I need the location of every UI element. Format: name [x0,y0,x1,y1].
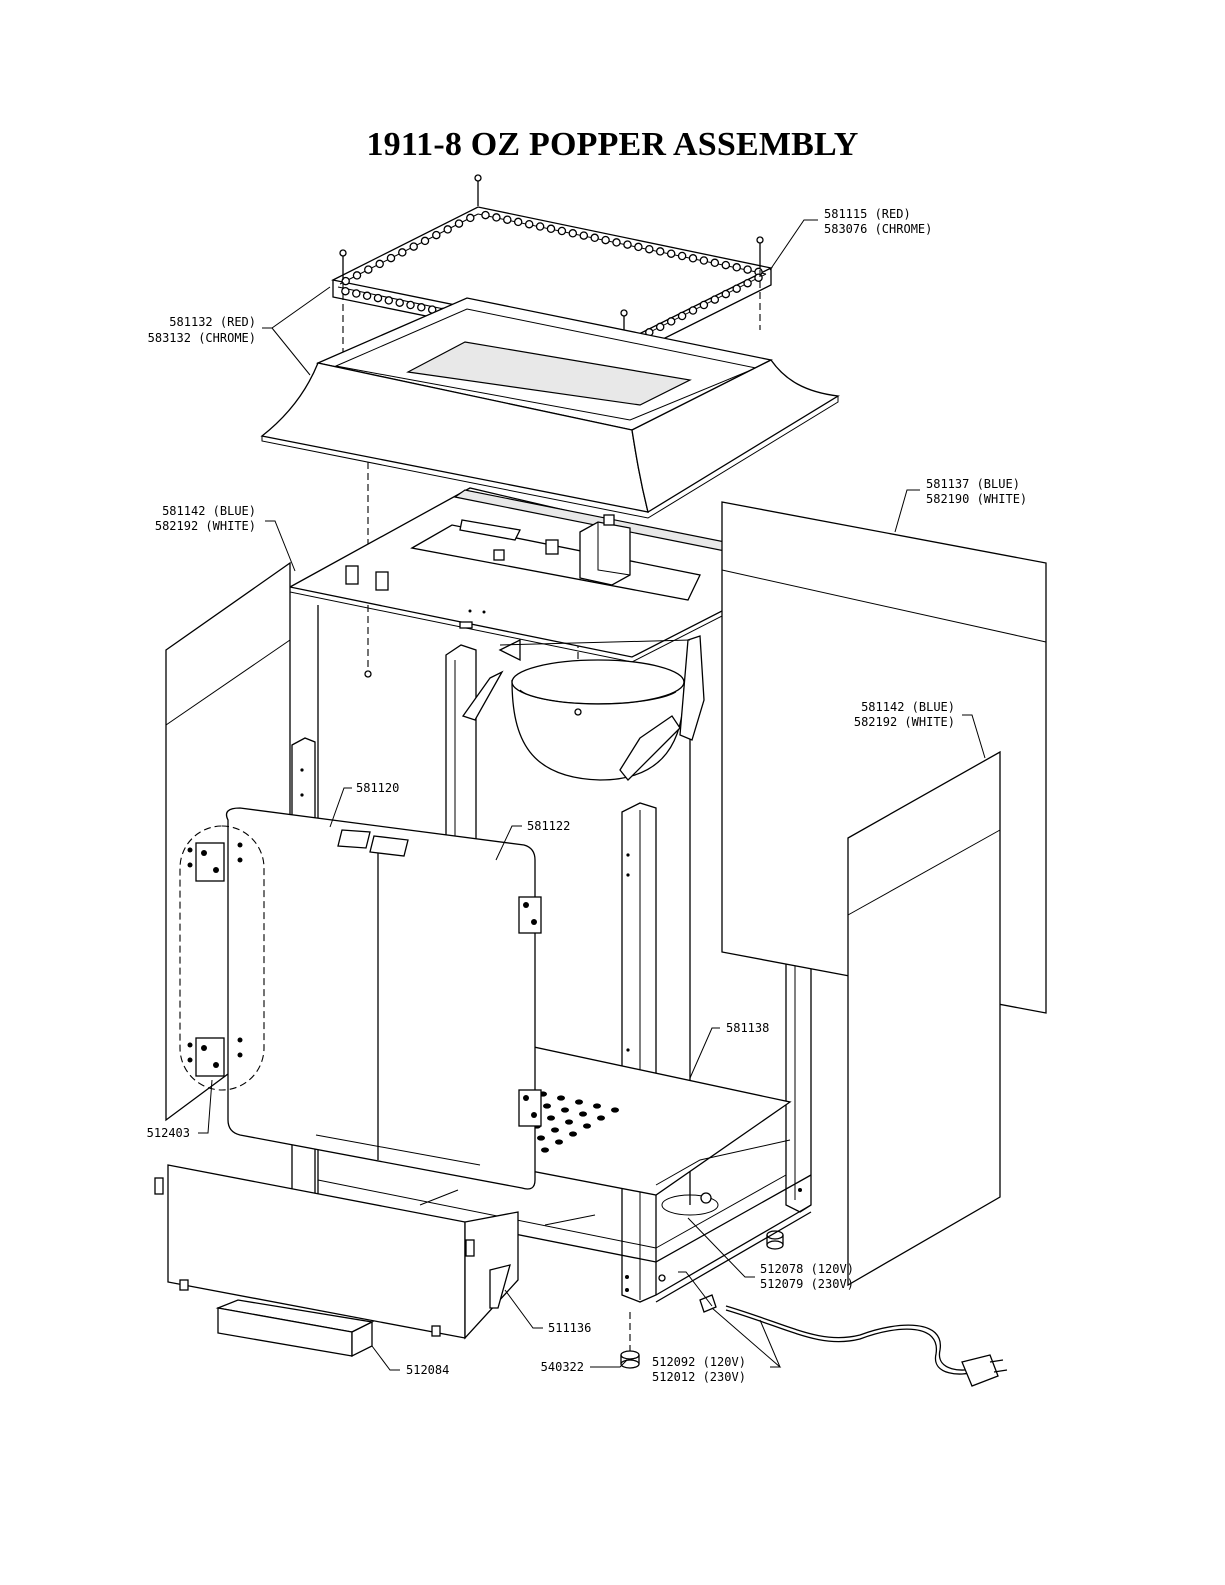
deck-hole [541,1147,549,1152]
deck-hole [583,1123,591,1128]
trim-scallop [515,218,522,225]
callout-512012: 512012 (230V) [652,1370,746,1384]
trim-scallop [679,252,686,259]
trim-scallop [602,237,609,244]
power-cord [700,1295,1007,1386]
front-base-box [155,1165,518,1338]
trim-scallop [591,234,598,241]
trim-scallop [689,255,696,262]
callout-582192-left: 582192 (WHITE) [155,519,256,533]
deck-hole [565,1119,573,1124]
deck-hole [557,1095,565,1100]
trim-scallop [646,246,653,253]
callout-512084: 512084 [406,1363,449,1377]
deck-hole [569,1131,577,1136]
callout-581142-left: 581142 (BLUE) [162,504,256,518]
trim-scallop [444,226,451,233]
trim-scallop [668,250,675,257]
callout-582192-right: 582192 (WHITE) [854,715,955,729]
deck-hole [555,1139,563,1144]
trim-scallop [722,291,729,298]
callout-581120: 581120 [356,781,399,795]
callout-583132: 583132 (CHROME) [148,331,256,345]
deck-hole [597,1115,605,1120]
callout-581142-right: 581142 (BLUE) [861,700,955,714]
trim-scallop [635,243,642,250]
trim-scallop [526,221,533,228]
trim-scallop [679,312,686,319]
trim-scallop [547,225,554,232]
dome-hood [262,298,838,518]
trim-scallop [689,307,696,314]
trim-scallop [374,295,381,302]
deck-hole [611,1107,619,1112]
trim-scallop [385,297,392,304]
trim-scallop [504,216,511,223]
trim-scallop [433,232,440,239]
door [227,808,542,1189]
trim-scallop [624,241,631,248]
callout-512078: 512078 (120V) [760,1262,854,1276]
trim-scallop [700,257,707,264]
trim-scallop [407,301,414,308]
trim-scallop [364,292,371,299]
trim-scallop [387,255,394,262]
callout-582190: 582190 (WHITE) [926,492,1027,506]
trim-scallop [353,290,360,297]
deck-hole [537,1135,545,1140]
deck-hole [575,1099,583,1104]
trim-scallop [569,230,576,237]
right-side-panel [848,752,1000,1285]
callout-512092: 512092 (120V) [652,1355,746,1369]
trim-scallop [537,223,544,230]
trim-scallop [421,237,428,244]
trim-scallop [467,214,474,221]
callout-512403: 512403 [147,1126,190,1140]
trim-scallop [482,212,489,219]
trim-scallop [353,272,360,279]
trim-scallop [722,262,729,269]
trim-scallop [733,285,740,292]
callout-512079: 512079 (230V) [760,1277,854,1291]
trim-scallop [668,318,675,325]
deck-hole [547,1115,555,1120]
trim-scallop [455,220,462,227]
trim-scallop [744,280,751,287]
callout-540322: 540322 [541,1360,584,1374]
trim-scallop [613,239,620,246]
callout-581132: 581132 (RED) [169,315,256,329]
trim-scallop [399,249,406,256]
trim-scallop [755,274,762,281]
callout-581115: 581115 (RED) [824,207,911,221]
trim-scallop [711,296,718,303]
trim-scallop [580,232,587,239]
trim-scallop [711,259,718,266]
callout-511136: 511136 [548,1321,591,1335]
trim-scallop [376,260,383,267]
callout-581122: 581122 [527,819,570,833]
trim-scallop [700,301,707,308]
callout-581138: 581138 [726,1021,769,1035]
trim-scallop [396,299,403,306]
deck-hole [579,1111,587,1116]
deck-hole [593,1103,601,1108]
trim-scallop [657,248,664,255]
callout-581137: 581137 (BLUE) [926,477,1020,491]
callout-583076: 583076 (CHROME) [824,222,932,236]
kettle [365,636,704,780]
trim-scallop [493,214,500,221]
trim-scallop [365,266,372,273]
trim-scallop [657,323,664,330]
trim-scallop [418,304,425,311]
trim-scallop [558,227,565,234]
trim-scallop [744,266,751,273]
trim-scallop [410,243,417,250]
deck-hole [551,1127,559,1132]
deck-hole [543,1103,551,1108]
deck-hole [561,1107,569,1112]
trim-scallop [733,264,740,271]
